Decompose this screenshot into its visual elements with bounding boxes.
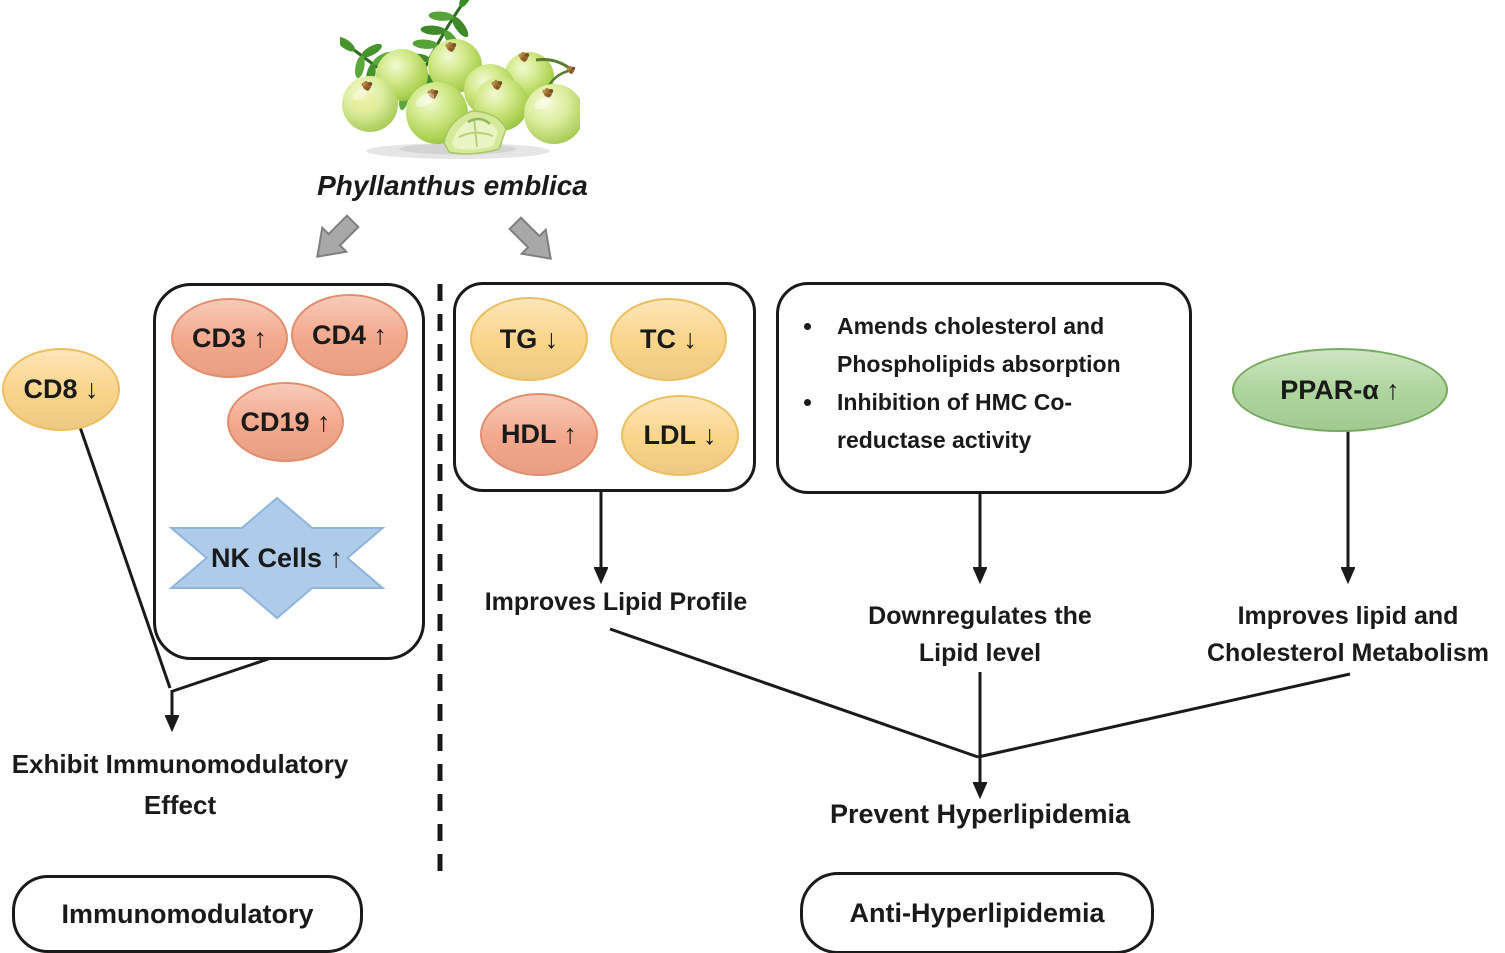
plant-name-label: Phyllanthus emblica: [317, 170, 588, 201]
cd19-ellipse: CD19 ↑: [227, 382, 344, 462]
exhibit-effect-line2: Effect: [143, 790, 217, 820]
improves-lipid-profile-label: Improves Lipid Profile: [484, 588, 748, 616]
cd4-ellipse: CD4 ↑: [291, 294, 408, 376]
six-point-star-icon: [168, 496, 386, 620]
downregulates-line2: Lipid level: [918, 639, 1042, 667]
exhibit-effect-line1: Exhibit Immunomodulatory: [11, 749, 349, 779]
downregulates-label: Downregulates the Lipid level: [810, 598, 1150, 672]
metabolism-line2: Cholesterol Metabolism: [1207, 639, 1489, 667]
tg-ellipse: TG ↓: [470, 297, 588, 381]
profile-converge-line: [609, 627, 979, 759]
anti-hyperlipidemia-pill: Anti-Hyperlipidemia: [800, 872, 1154, 953]
mechanism-item: Inhibition of HMC Co-reductase activity: [825, 383, 1171, 459]
ldl-ellipse: LDL ↓: [621, 395, 739, 476]
cd8-connector-line: [78, 426, 172, 689]
cd8-ellipse: CD8 ↓: [2, 348, 120, 431]
phyllanthus-emblica-image: [340, 0, 580, 159]
fruit-cluster: [342, 39, 580, 144]
downregulates-line1: Downregulates the: [868, 602, 1092, 630]
branch-arrow-right-icon: [508, 216, 552, 260]
nk-cells-star: NK Cells ↑: [167, 494, 387, 622]
tc-ellipse: TC ↓: [610, 298, 727, 381]
exhibit-effect-label: Exhibit Immunomodulatory Effect: [0, 744, 360, 826]
prevent-hyperlipidemia-label: Prevent Hyperlipidemia: [829, 799, 1131, 829]
nk-cells-label: NK Cells ↑: [210, 542, 344, 573]
mechanism-item: Amends cholesterol and Phospholipids abs…: [825, 307, 1171, 383]
mechanism-box: Amends cholesterol and Phospholipids abs…: [776, 282, 1192, 494]
immune-panel-connector-line: [172, 652, 284, 693]
hdl-ellipse: HDL ↑: [480, 393, 598, 476]
branch-arrow-left-icon: [316, 214, 360, 258]
ppar-ellipse: PPAR-α ↑: [1232, 348, 1448, 432]
metabolism-line1: Improves lipid and: [1237, 602, 1459, 630]
metabolism-label: Improves lipid and Cholesterol Metabolis…: [1178, 598, 1505, 672]
mechanism-list: Amends cholesterol and Phospholipids abs…: [779, 285, 1189, 459]
fruit-wedge: [443, 110, 507, 155]
immunomodulatory-pill: Immunomodulatory: [12, 875, 363, 953]
cd3-ellipse: CD3 ↑: [171, 298, 288, 378]
metabolism-converge-line: [977, 672, 1351, 759]
